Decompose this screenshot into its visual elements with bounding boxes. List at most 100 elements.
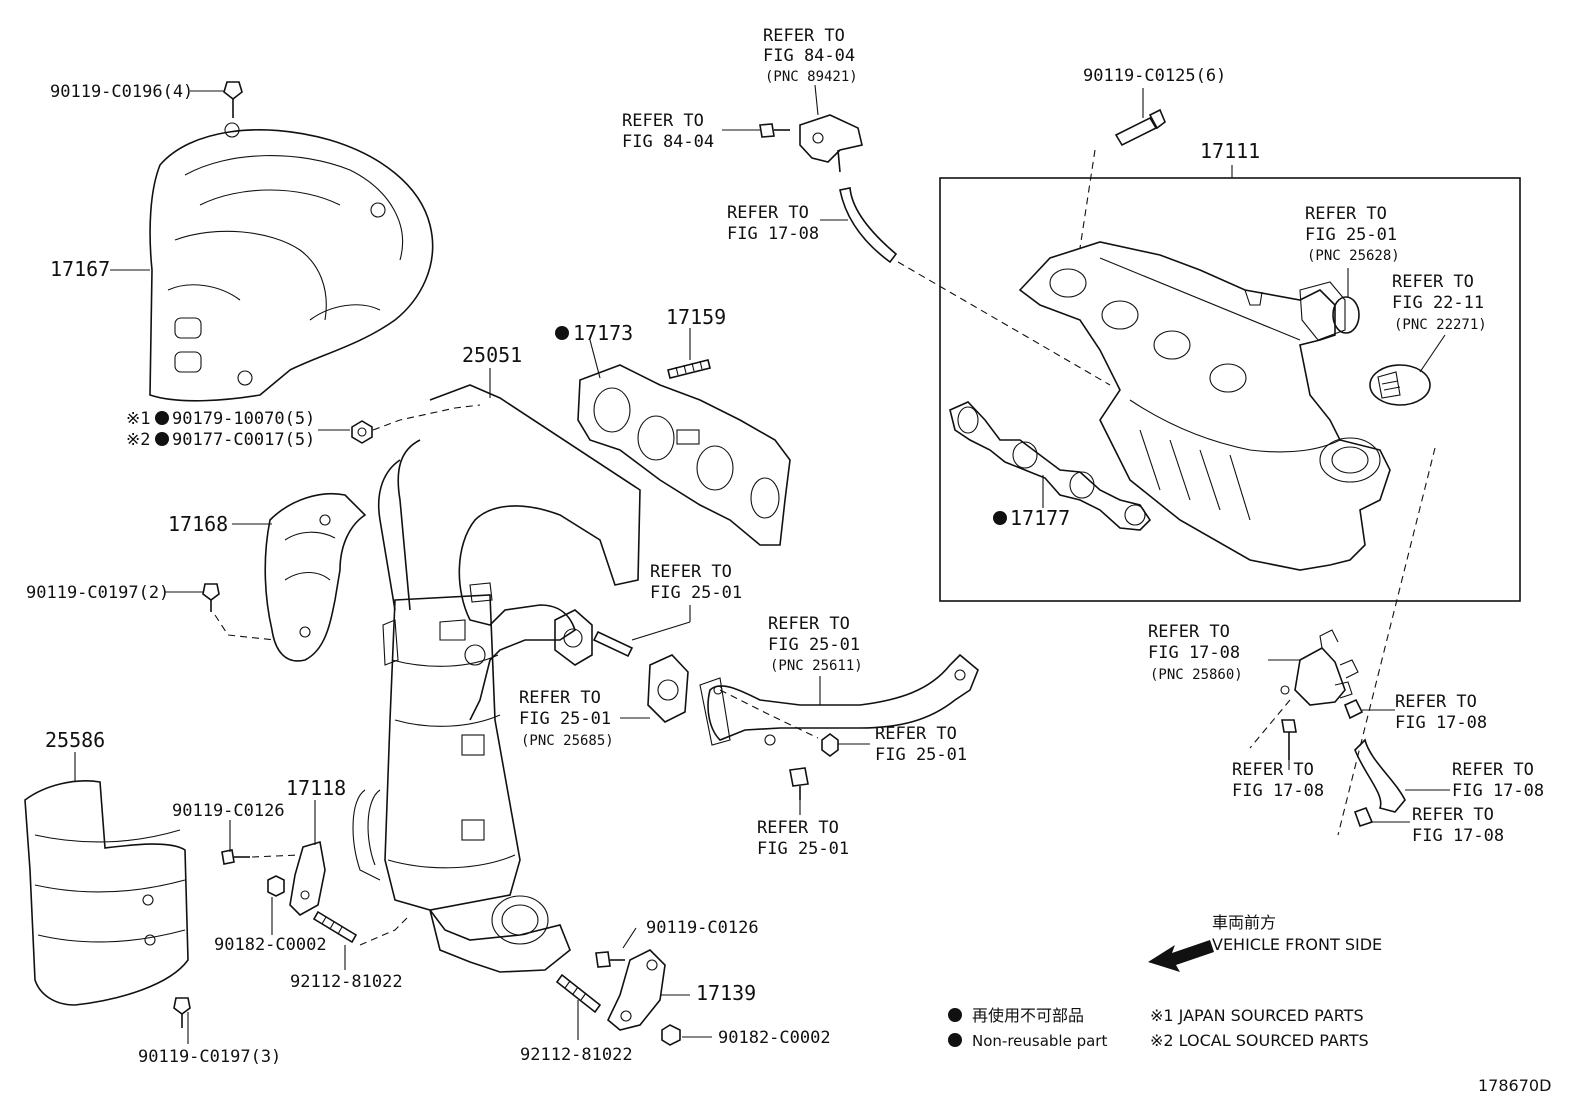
exhaust-manifold-25051[interactable] xyxy=(352,384,641,973)
ref-17-08-hose2-refer: REFER TO xyxy=(1452,760,1534,780)
ref-25-01-nut-fig: FIG 25-01 xyxy=(875,745,967,765)
label-90177: 90177-C0017(5) xyxy=(172,430,315,450)
intake-manifold-17111[interactable] xyxy=(1018,241,1391,571)
nut-90182-c0002-b[interactable] xyxy=(661,1024,681,1046)
label-90182-c0002-a: 90182-C0002 xyxy=(214,935,327,955)
nonreusable-dot-90179 xyxy=(155,411,169,425)
heat-insulator-17167[interactable] xyxy=(149,122,434,402)
ref-25-01-bolt-fig: FIG 25-01 xyxy=(757,839,849,859)
egr-gasket-a[interactable] xyxy=(554,609,593,666)
legend-note-2: ※2 LOCAL SOURCED PARTS xyxy=(1150,1031,1369,1050)
ref-84-04-top-pnc: (PNC 89421) xyxy=(765,69,858,85)
label-90119-c0126-a: 90119-C0126 xyxy=(172,801,285,821)
legend-nonreusable-jp: 再使用不可部品 xyxy=(972,1006,1084,1025)
ref-84-04-left-fig: FIG 84-04 xyxy=(622,132,714,152)
bolt-90119-c0125[interactable] xyxy=(1114,108,1166,147)
sensor-89421[interactable] xyxy=(799,114,863,173)
label-90179: 90179-10070(5) xyxy=(172,409,315,429)
ref-84-04-left-refer: REFER TO xyxy=(622,111,704,131)
bolt-90119-c0126-b[interactable] xyxy=(595,951,625,968)
bracket-17139[interactable] xyxy=(607,949,666,1031)
stud-92112-81022-a[interactable] xyxy=(312,910,358,944)
vacuum-hose-right[interactable] xyxy=(1354,738,1406,813)
ref-25-01-pipe-pnc: (PNC 25611) xyxy=(770,658,863,674)
label-90119-c0125: 90119-C0125(6) xyxy=(1083,66,1226,86)
ref-17-08-bolt-fig: FIG 17-08 xyxy=(1232,781,1324,801)
label-25586: 25586 xyxy=(45,728,105,752)
legend-dot-en xyxy=(948,1033,962,1047)
mark-1: ※1 xyxy=(126,409,150,429)
direction-jp: 車両前方 xyxy=(1212,913,1276,932)
ref-22-11-refer: REFER TO xyxy=(1392,272,1474,292)
ref-17-08-clip-refer: REFER TO xyxy=(1395,692,1477,712)
ref-17-08-vsv-refer: REFER TO xyxy=(1148,622,1230,642)
ref-25-01-bolt-refer: REFER TO xyxy=(757,818,839,838)
nonreusable-dot-17173 xyxy=(555,326,569,340)
egr-bolt[interactable] xyxy=(789,767,809,800)
ref-25-01-oring-pnc: (PNC 25628) xyxy=(1307,248,1400,264)
egr-gasket-b[interactable] xyxy=(647,654,689,723)
mark-2: ※2 xyxy=(126,430,150,450)
gasket-17173[interactable] xyxy=(577,364,791,546)
ref-25-01-gasket-refer: REFER TO xyxy=(519,688,601,708)
ref-17-08-hose-fig: FIG 17-08 xyxy=(727,224,819,244)
ref-22-11-fig: FIG 22-11 xyxy=(1392,293,1484,313)
label-90119-c0126-b: 90119-C0126 xyxy=(646,918,759,938)
label-92112-81022-a: 92112-81022 xyxy=(290,972,403,992)
ref-22-11-pnc: (PNC 22271) xyxy=(1394,317,1487,333)
ref-25-01-pipe-fig: FIG 25-01 xyxy=(768,635,860,655)
egr-stud[interactable] xyxy=(592,630,634,658)
label-17159: 17159 xyxy=(666,305,726,329)
nonreusable-dot-90177 xyxy=(155,432,169,446)
intake-manifold-box xyxy=(939,177,1521,602)
label-17139: 17139 xyxy=(696,981,756,1005)
egr-pipe-25611[interactable] xyxy=(699,653,979,746)
stud-17159[interactable] xyxy=(667,359,711,379)
vacuum-hose[interactable] xyxy=(839,187,898,264)
ref-25-01-oring-refer: REFER TO xyxy=(1305,204,1387,224)
ref-17-08-clip-fig: FIG 17-08 xyxy=(1395,713,1487,733)
vsv-25860[interactable] xyxy=(1280,629,1359,706)
label-17168: 17168 xyxy=(168,512,228,536)
label-90119-c0197-3: 90119-C0197(3) xyxy=(138,1047,281,1067)
ref-25-01-gasket-pnc: (PNC 25685) xyxy=(521,733,614,749)
label-90119-c0196: 90119-C0196(4) xyxy=(50,82,193,102)
bolt-90119-c0197-3[interactable] xyxy=(173,997,191,1028)
vsv-bolt[interactable] xyxy=(1281,719,1297,760)
clip-lower[interactable] xyxy=(1353,806,1374,828)
bracket-17118[interactable] xyxy=(289,840,326,916)
ref-25-01-oring-fig: FIG 25-01 xyxy=(1305,225,1397,245)
bolt-90119-c0197-2[interactable] xyxy=(202,583,220,612)
figure-id: 178670D xyxy=(1478,1076,1551,1095)
label-25051: 25051 xyxy=(462,343,522,367)
label-90119-c0197-2: 90119-C0197(2) xyxy=(26,583,169,603)
ref-84-04-top-refer: REFER TO xyxy=(763,26,845,46)
ref-17-08-hose-refer: REFER TO xyxy=(727,203,809,223)
ref-17-08-clip2-refer: REFER TO xyxy=(1412,805,1494,825)
ref-17-08-hose2-fig: FIG 17-08 xyxy=(1452,781,1544,801)
clip-upper[interactable] xyxy=(1343,698,1364,720)
ref-25-01-stud-refer: REFER TO xyxy=(650,562,732,582)
sensor-bolt[interactable] xyxy=(759,123,790,138)
ref-84-04-top-fig: FIG 84-04 xyxy=(763,46,855,66)
bolt-90119-c0196[interactable] xyxy=(223,81,243,118)
label-92112-81022-b: 92112-81022 xyxy=(520,1045,633,1065)
bolt-90119-c0126-a[interactable] xyxy=(221,849,250,865)
label-17118: 17118 xyxy=(286,776,346,800)
label-17111: 17111 xyxy=(1200,139,1260,163)
legend-nonreusable-en: Non-reusable part xyxy=(972,1032,1107,1050)
nonreusable-dot-17177 xyxy=(993,511,1007,525)
gasket-17177[interactable] xyxy=(949,401,1152,531)
stud-92112-81022-b[interactable] xyxy=(555,973,602,1014)
nut-90179[interactable] xyxy=(351,420,373,444)
nut-90182-c0002-a[interactable] xyxy=(267,875,285,897)
o-ring-25628[interactable] xyxy=(1332,296,1360,334)
label-90182-c0002-b: 90182-C0002 xyxy=(718,1028,831,1048)
vehicle-front-arrow xyxy=(1148,940,1214,972)
heat-insulator-25586[interactable] xyxy=(24,780,189,1006)
ref-17-08-bolt-refer: REFER TO xyxy=(1232,760,1314,780)
direction-en: VEHICLE FRONT SIDE xyxy=(1212,935,1382,954)
heat-insulator-17168[interactable] xyxy=(264,492,367,662)
gasket-22271[interactable] xyxy=(1369,364,1431,406)
egr-nut[interactable] xyxy=(821,733,839,757)
